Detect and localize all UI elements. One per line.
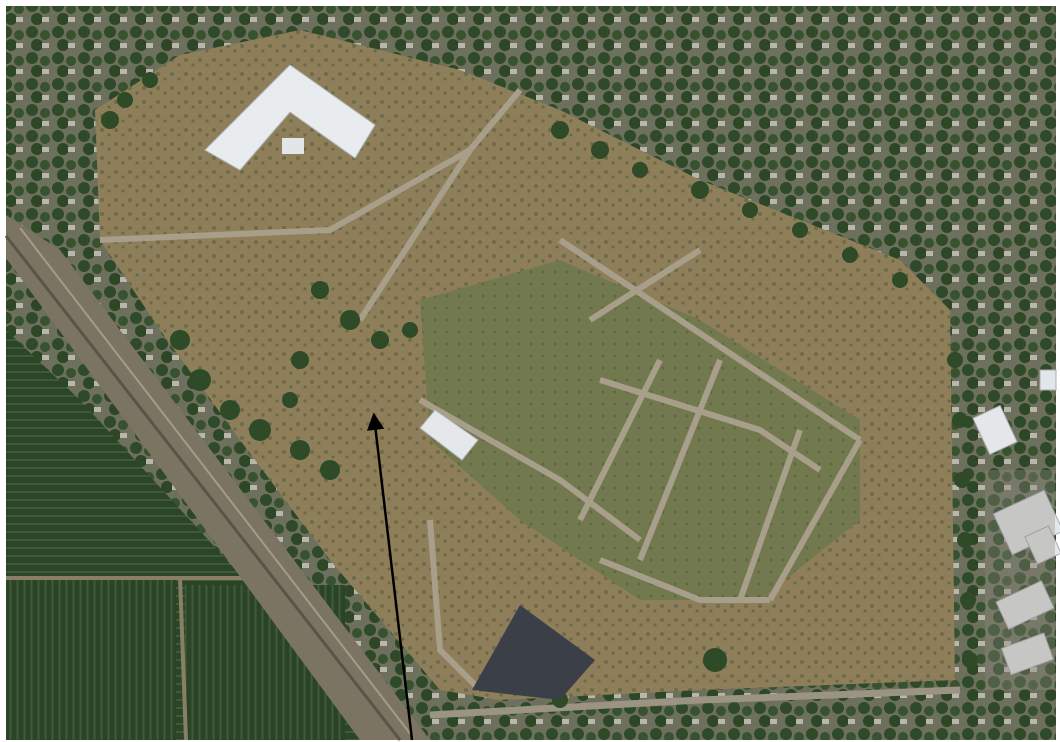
rail-track — [19, 227, 413, 737]
tree-line — [101, 72, 978, 708]
annotation-arrow — [366, 412, 414, 741]
rail-track — [4, 235, 402, 741]
grass-field — [420, 260, 860, 600]
small-building — [282, 138, 304, 154]
farm-road — [178, 577, 188, 741]
large-building — [204, 64, 376, 171]
orchard-block — [6, 580, 176, 740]
imagery — [4, 6, 1060, 741]
site-roads — [99, 88, 863, 693]
shed-building — [419, 409, 479, 461]
industrial-lot — [985, 470, 1055, 690]
perimeter-road — [429, 686, 961, 719]
retention-pond — [472, 605, 595, 700]
industrial-buildings — [972, 369, 1060, 676]
